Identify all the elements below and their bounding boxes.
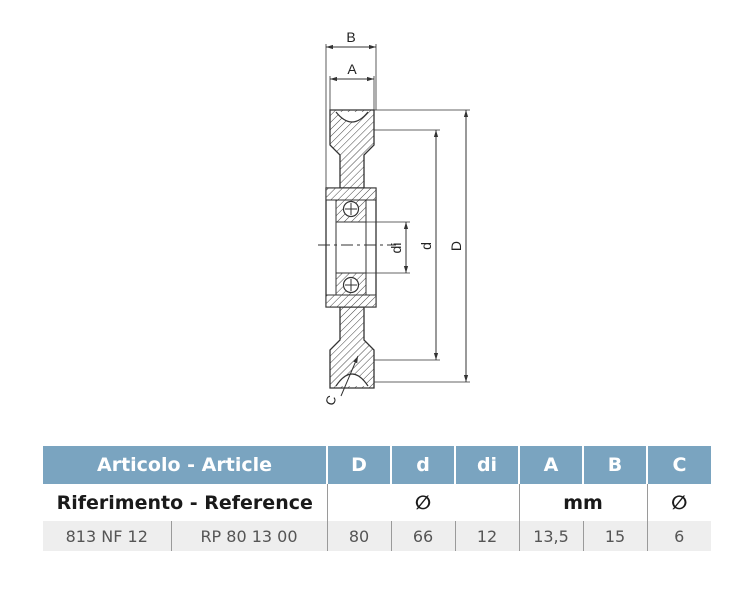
cell-di: 12 bbox=[454, 521, 519, 551]
header-col-d: d bbox=[390, 446, 455, 484]
cell-reference: RP 80 13 00 bbox=[170, 521, 327, 551]
header-col-c: C bbox=[646, 446, 711, 484]
cell-a: 13,5 bbox=[518, 521, 583, 551]
dimension-b: B bbox=[325, 29, 377, 188]
dimension-big-d: D bbox=[374, 109, 470, 383]
header-col-b: B bbox=[582, 446, 647, 484]
diameter-symbol-c: ∅ bbox=[646, 484, 711, 521]
header-col-di: di bbox=[454, 446, 519, 484]
label-big-d: D bbox=[448, 241, 464, 251]
cell-c: 6 bbox=[646, 521, 711, 551]
cell-d: 66 bbox=[390, 521, 455, 551]
table-header-row: Articolo - Article D d di A B C bbox=[43, 446, 711, 484]
label-a: A bbox=[347, 61, 357, 77]
cell-article: 813 NF 12 bbox=[43, 521, 171, 551]
label-c: C bbox=[322, 393, 339, 407]
unit-mm: mm bbox=[518, 484, 647, 521]
bearing-ball-top bbox=[342, 200, 360, 218]
table-row: 813 NF 12 RP 80 13 00 80 66 12 13,5 15 6 bbox=[43, 521, 711, 551]
header-col-big-d: D bbox=[326, 446, 391, 484]
table-subheader-row: Riferimento - Reference ∅ mm ∅ bbox=[43, 484, 711, 521]
label-d: d bbox=[418, 242, 434, 250]
diameter-symbol: ∅ bbox=[326, 484, 519, 521]
cell-b: 15 bbox=[582, 521, 647, 551]
label-b: B bbox=[346, 29, 355, 45]
cell-big-d: 80 bbox=[326, 521, 391, 551]
spec-table: Articolo - Article D d di A B C Riferime… bbox=[43, 446, 711, 551]
label-di: di bbox=[388, 243, 404, 254]
pulley-bottom-section bbox=[329, 306, 375, 389]
pulley-top-section bbox=[329, 109, 375, 189]
dimension-a: A bbox=[329, 61, 375, 110]
pulley-technical-drawing: B A di d D C bbox=[318, 29, 470, 407]
header-col-a: A bbox=[518, 446, 583, 484]
header-article: Articolo - Article bbox=[43, 446, 327, 484]
dimension-di: di bbox=[366, 221, 410, 274]
bearing-ball-bottom bbox=[342, 276, 360, 294]
dimension-d: d bbox=[374, 129, 440, 361]
subheader-reference: Riferimento - Reference bbox=[43, 484, 327, 521]
